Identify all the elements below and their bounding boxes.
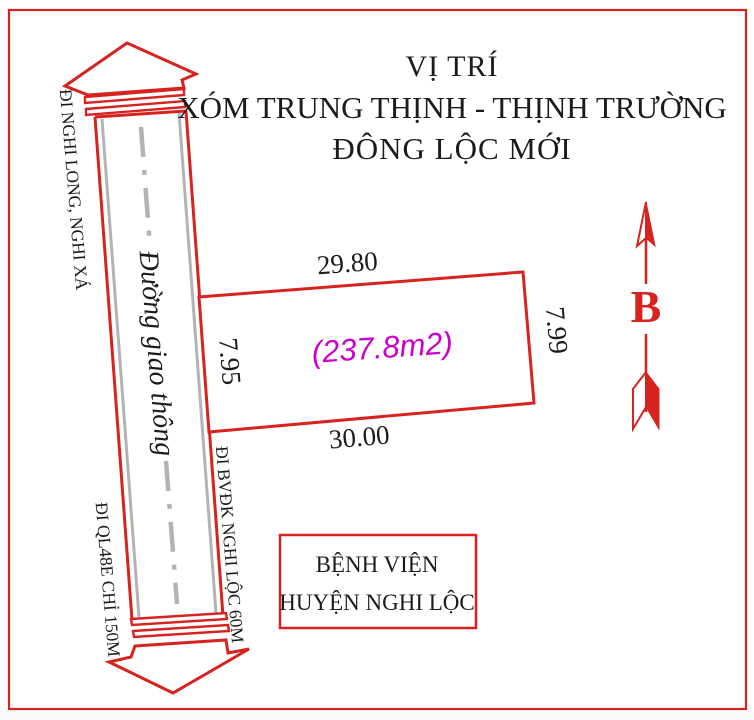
north-arrow-head-right xyxy=(645,201,656,248)
parcel-outline xyxy=(197,270,536,434)
road-name-label: Đường giao thông xyxy=(133,248,181,457)
road-direction-top-left: ĐI NGHI LONG, NGHI XÁ xyxy=(56,88,92,291)
road-arrow-up-icon xyxy=(61,41,200,97)
hospital-name-line-1: BỆNH VIỆN xyxy=(316,552,439,577)
road-top-bar-1 xyxy=(83,87,186,105)
parcel-dim-left: 7.95 xyxy=(213,336,247,386)
title-line-3: ĐÔNG LỘC MỚI xyxy=(332,131,571,166)
road-bottom-bar-2 xyxy=(131,623,231,639)
compass-north-label: B xyxy=(631,281,662,332)
parcel-dim-top: 29.80 xyxy=(316,246,379,281)
road-arrow-down-icon xyxy=(104,638,250,695)
north-arrow-head-left xyxy=(635,201,647,249)
road-centerline xyxy=(138,126,180,605)
hospital-box xyxy=(278,533,478,630)
road-top-edge xyxy=(94,109,187,119)
road-bottom-bar-1 xyxy=(129,611,229,627)
title-line-2: XÓM TRUNG THỊNH - THỊNH TRƯỜNG xyxy=(177,90,727,125)
road-direction-bottom-left: ĐI QL48E CHỈ 150M xyxy=(92,501,125,658)
road-right-shoulder-line xyxy=(177,112,218,614)
hospital-name-line-2: HUYỆN NGHI LỘC xyxy=(279,589,474,615)
road-left-shoulder-line xyxy=(100,118,141,618)
north-arrow-fletch-left xyxy=(632,369,647,433)
parcel-dim-bottom: 30.00 xyxy=(328,419,391,454)
map-frame xyxy=(7,8,748,711)
road-left-edge xyxy=(93,116,134,621)
parcel-dim-right: 7.99 xyxy=(540,305,574,355)
road-top-bar-2 xyxy=(84,99,187,117)
page-bottom-margin xyxy=(0,711,754,720)
north-arrow-fletch-right xyxy=(645,370,660,431)
title-line-1: VỊ TRÍ xyxy=(406,50,499,83)
